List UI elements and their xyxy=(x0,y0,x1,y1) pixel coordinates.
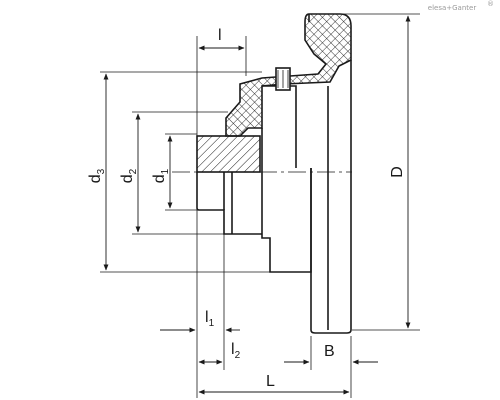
label-l1: l1 xyxy=(205,309,215,329)
label-D: D xyxy=(389,166,406,178)
label-d3: d3 xyxy=(87,168,107,183)
dimension-labels: l d3 d2 d1 D l1 l2 B L xyxy=(87,27,406,390)
rim-face xyxy=(308,14,352,334)
label-l: l xyxy=(218,27,222,44)
handwheel-section xyxy=(196,13,352,334)
label-d1: d1 xyxy=(151,168,171,183)
hub-profile xyxy=(261,85,312,273)
bore-lower xyxy=(196,172,262,235)
label-d2: d2 xyxy=(119,168,139,183)
dimension-lines xyxy=(103,15,411,395)
metal-insert-section xyxy=(196,135,261,173)
label-L: L xyxy=(266,373,275,390)
extension-lines xyxy=(100,13,420,398)
brand-logo: elesa+Ganter ® xyxy=(428,0,494,12)
brand-logo-text: elesa+Ganter xyxy=(428,4,477,12)
label-B: B xyxy=(324,343,335,360)
label-l2: l2 xyxy=(231,341,241,361)
brand-logo-mark: ® xyxy=(487,0,494,8)
